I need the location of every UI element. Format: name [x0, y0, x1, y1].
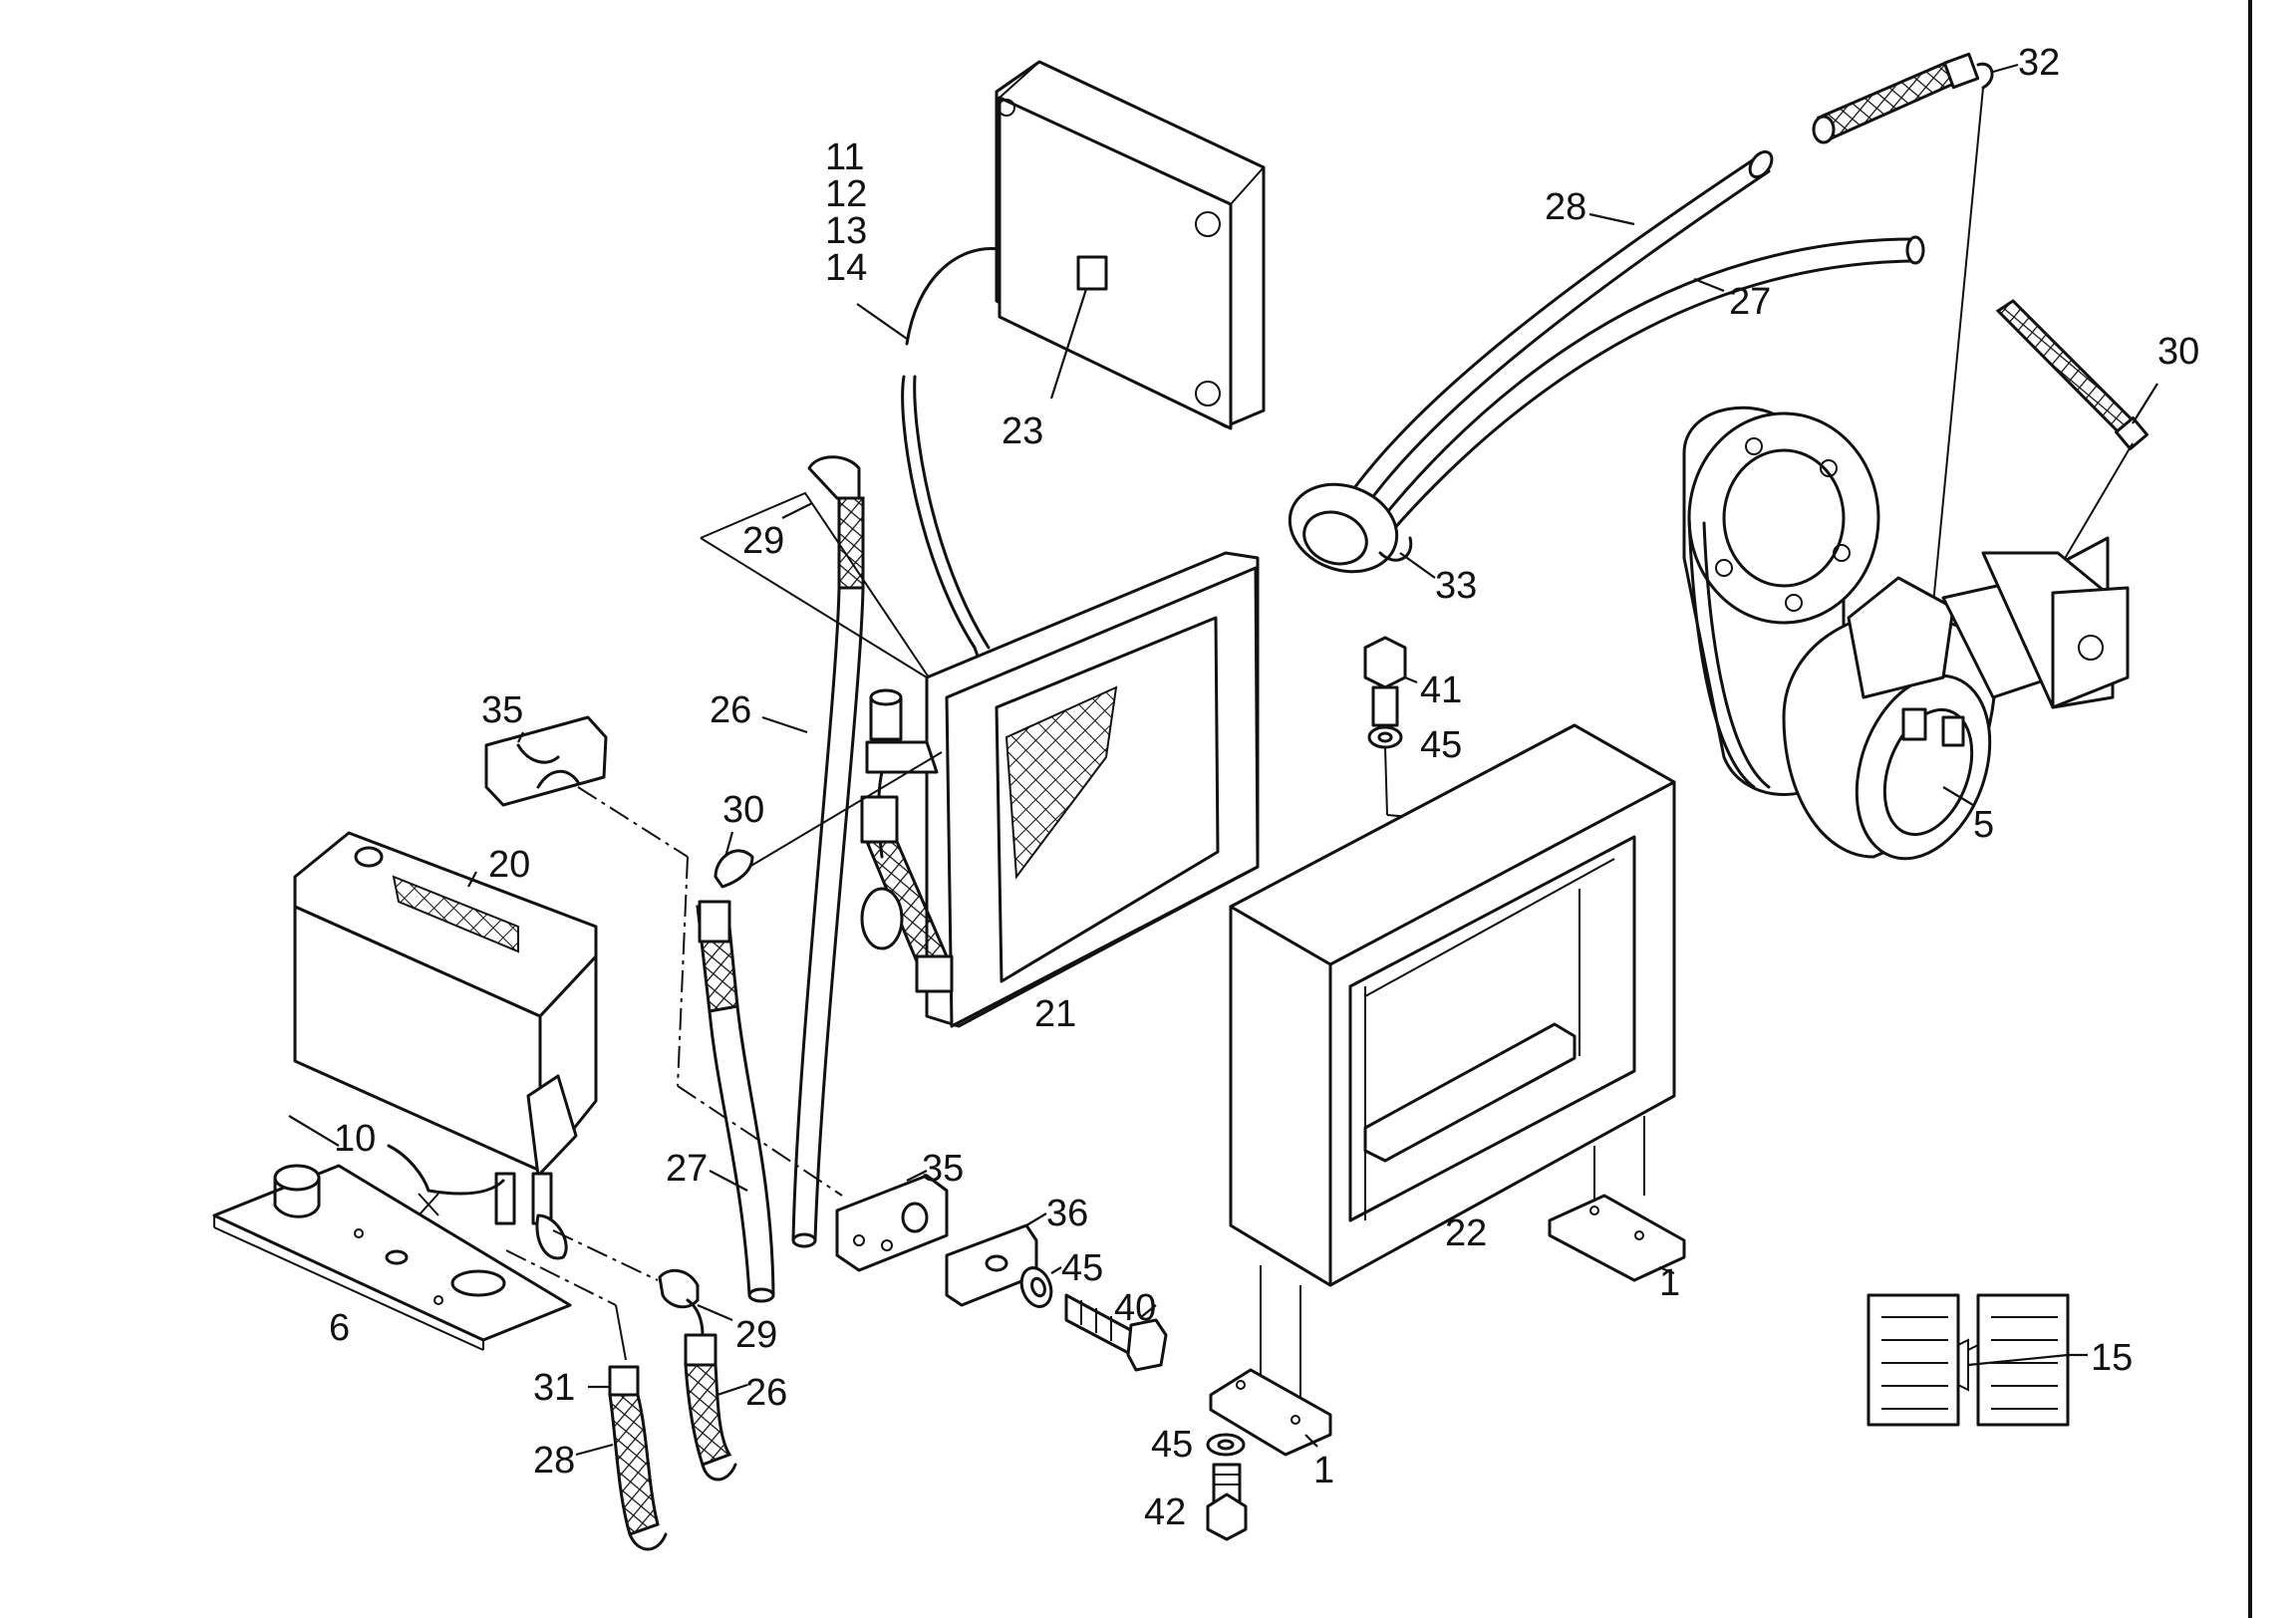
label-1-left: 1	[1313, 1450, 1334, 1491]
label-33: 33	[1435, 565, 1477, 607]
label-32: 32	[2018, 42, 2060, 84]
part-41-bolt	[1363, 636, 1418, 727]
label-30-right: 30	[2157, 331, 2199, 373]
label-30-left: 30	[722, 789, 764, 831]
label-26-top: 26	[710, 689, 751, 731]
label-45-top: 45	[1420, 724, 1462, 766]
label-21: 21	[1034, 993, 1076, 1035]
part-5-compressor	[1682, 405, 2130, 861]
label-20: 20	[488, 844, 530, 886]
part-45-washer-bottom	[1206, 1433, 1246, 1457]
label-31: 31	[533, 1367, 575, 1409]
part-21-condenser	[877, 551, 1260, 1028]
label-35-bottom: 35	[922, 1148, 964, 1190]
part-1-foot-right	[1548, 1194, 1686, 1282]
label-29-top: 29	[742, 520, 784, 562]
label-14: 14	[825, 247, 867, 289]
part-15-connector-blocks	[1866, 1293, 2088, 1427]
part-30-hose-right	[1982, 299, 2158, 698]
label-28-top: 28	[1545, 186, 1586, 228]
label-45-mid: 45	[1061, 1247, 1103, 1289]
label-12: 12	[825, 173, 867, 215]
part-45-washer-top	[1367, 725, 1411, 818]
part-42-bolt	[1206, 1463, 1248, 1541]
part-26-29-hose-top	[700, 455, 930, 1248]
label-40: 40	[1114, 1287, 1156, 1329]
label-29-bottom: 29	[735, 1314, 777, 1356]
label-11: 11	[825, 136, 864, 178]
label-13: 13	[825, 210, 867, 252]
label-22: 22	[1445, 1213, 1487, 1254]
label-10: 10	[334, 1118, 376, 1160]
label-27-top: 27	[1729, 281, 1771, 323]
label-15: 15	[2091, 1337, 2133, 1379]
part-45-washer-mid	[1019, 1266, 1062, 1308]
part-35-clamp-bottom	[835, 1170, 949, 1272]
part-22-evaporator-housing	[1229, 723, 1676, 1405]
label-45-bottom: 45	[1151, 1424, 1193, 1466]
label-28-bottom: 28	[533, 1440, 575, 1482]
part-33-grommet	[1288, 482, 1436, 579]
label-26-bottom: 26	[745, 1372, 787, 1414]
label-6: 6	[329, 1307, 350, 1349]
part-6-mounting-plate	[212, 1115, 572, 1351]
label-41: 41	[1420, 670, 1462, 711]
label-5: 5	[1973, 804, 1994, 846]
label-1-right: 1	[1659, 1262, 1680, 1304]
label-23: 23	[1002, 410, 1043, 452]
label-27-bottom: 27	[666, 1148, 708, 1190]
label-35-top: 35	[481, 689, 523, 731]
part-23-control-module	[995, 60, 1266, 430]
callout-labels: 32 28 27 11 12 13 14 23 30 29 33 41 45 3…	[329, 42, 2199, 1533]
label-42: 42	[1144, 1491, 1186, 1533]
part-27-30-hose-left	[696, 751, 943, 1303]
part-35-clamp-top	[484, 715, 843, 1197]
part-40-bolt	[1064, 1293, 1168, 1372]
label-36: 36	[1046, 1193, 1088, 1234]
part-26-29-hose-bottom	[552, 1229, 748, 1482]
part-28-31-hose-bottom	[505, 1249, 668, 1551]
part-1-foot-left	[1209, 1368, 1332, 1457]
part-10-wire	[387, 1144, 505, 1216]
part-20-drier-box	[293, 831, 598, 1260]
